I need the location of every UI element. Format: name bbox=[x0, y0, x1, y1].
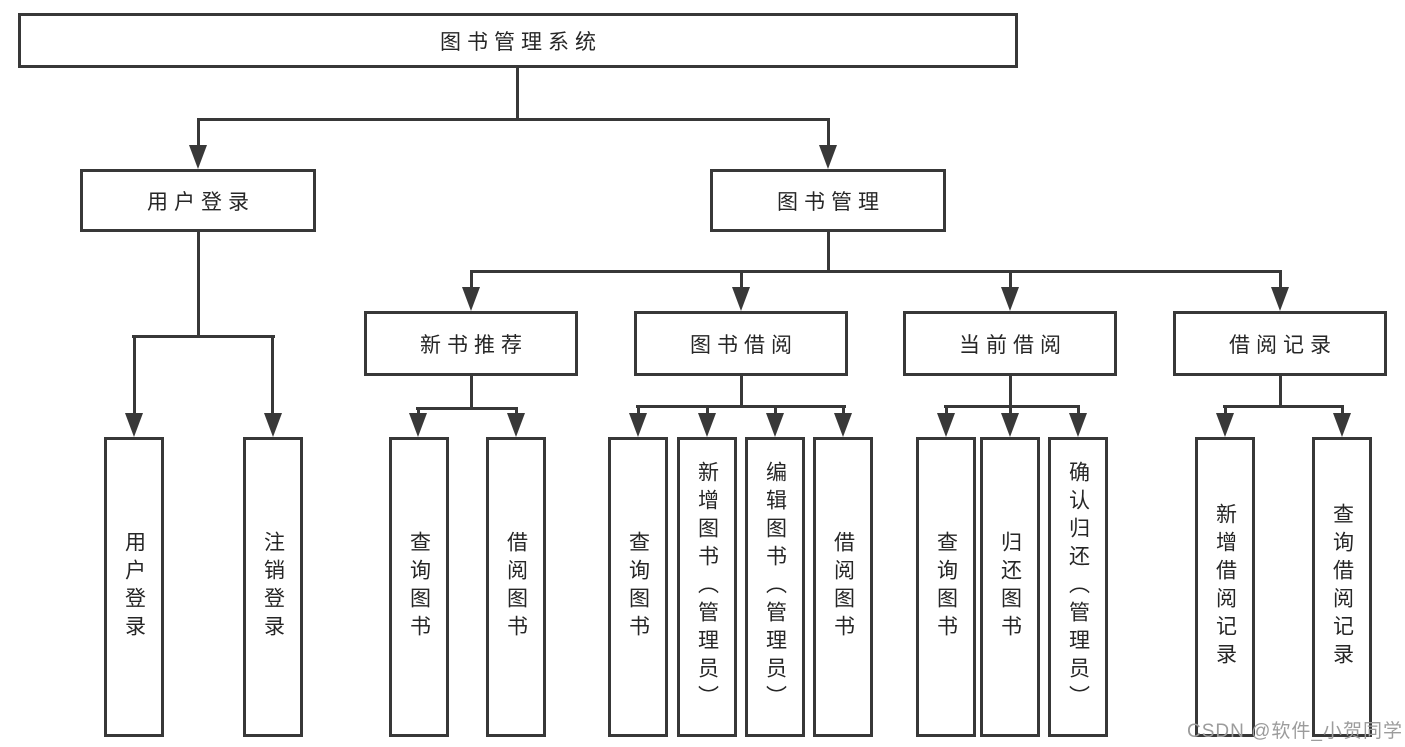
arrowhead-leaf-bb-query bbox=[629, 413, 647, 437]
leaf-records-add: 新增借阅记录 bbox=[1195, 437, 1255, 737]
leaf-current-return: 归还图书 bbox=[980, 437, 1040, 737]
leaf-current-query: 查询图书 bbox=[916, 437, 976, 737]
leaf-records-query-label: 查询借阅记录 bbox=[1330, 503, 1354, 671]
connector-user-login-rail bbox=[132, 335, 275, 338]
leaf-user-login: 用户登录 bbox=[104, 437, 164, 737]
arrowhead-leaf-nb-query bbox=[409, 413, 427, 437]
watermark: CSDN @软件_小贺同学 bbox=[1187, 721, 1403, 742]
connector-leaf-cb-return-drop bbox=[1009, 405, 1012, 415]
leaf-newbook-borrow-label: 借阅图书 bbox=[504, 531, 528, 643]
connector-borrow-records-stem bbox=[1279, 376, 1282, 405]
node-book-borrow-label: 图书借阅 bbox=[690, 333, 798, 357]
arrowhead-leaf-bb-borrow bbox=[834, 413, 852, 437]
node-current-borrow-label: 当前借阅 bbox=[959, 333, 1067, 357]
leaf-newbook-query: 查询图书 bbox=[389, 437, 449, 737]
node-user-login-label: 用户登录 bbox=[147, 190, 255, 214]
leaf-newbook-query-label: 查询图书 bbox=[407, 531, 431, 643]
arrowhead-book-mgmt bbox=[819, 145, 837, 169]
leaf-logout: 注销登录 bbox=[243, 437, 303, 737]
connector-leaf-bb-add-drop bbox=[706, 405, 709, 415]
connector-borrow-records-drop bbox=[1279, 270, 1282, 288]
arrowhead-new-book-rec bbox=[462, 287, 480, 311]
connector-leaf-nb-query-drop bbox=[417, 407, 420, 415]
connector-new-book-rec-stem bbox=[470, 376, 473, 407]
leaf-current-query-label: 查询图书 bbox=[934, 531, 958, 643]
node-book-mgmt-label: 图书管理 bbox=[777, 190, 885, 214]
arrowhead-user-login bbox=[189, 145, 207, 169]
node-new-book-rec: 新书推荐 bbox=[364, 311, 578, 376]
node-borrow-records-label: 借阅记录 bbox=[1229, 333, 1337, 357]
connector-current-borrow-drop bbox=[1009, 270, 1012, 288]
arrowhead-leaf-bb-edit bbox=[766, 413, 784, 437]
leaf-borrow-query-label: 查询图书 bbox=[626, 531, 650, 643]
leaf-borrow-borrow: 借阅图书 bbox=[813, 437, 873, 737]
node-current-borrow: 当前借阅 bbox=[903, 311, 1117, 376]
connector-book-borrow-stem bbox=[740, 376, 743, 405]
connector-new-book-rec-rail bbox=[416, 407, 518, 410]
connector-book-mgmt-drop bbox=[827, 118, 830, 146]
node-root-label: 图书管理系统 bbox=[440, 30, 602, 54]
node-book-borrow: 图书借阅 bbox=[634, 311, 848, 376]
connector-current-borrow-rail bbox=[944, 405, 1080, 408]
leaf-borrow-borrow-label: 借阅图书 bbox=[831, 531, 855, 643]
arrowhead-leaf-user-login bbox=[125, 413, 143, 437]
arrowhead-current-borrow bbox=[1001, 287, 1019, 311]
leaf-current-confirm-admin-label: 确认归还（管理员） bbox=[1066, 461, 1090, 713]
connector-leaf-bb-edit-drop bbox=[774, 405, 777, 415]
connector-leaf-br-add-drop bbox=[1224, 405, 1227, 415]
connector-level2-rail bbox=[197, 118, 830, 121]
connector-current-borrow-stem bbox=[1009, 376, 1012, 405]
arrowhead-leaf-bb-add bbox=[698, 413, 716, 437]
connector-leaf-logout-drop bbox=[271, 335, 274, 414]
leaf-records-add-label: 新增借阅记录 bbox=[1213, 503, 1237, 671]
leaf-records-query: 查询借阅记录 bbox=[1312, 437, 1372, 737]
leaf-current-return-label: 归还图书 bbox=[998, 531, 1022, 643]
connector-leaf-nb-borrow-drop bbox=[515, 407, 518, 415]
leaf-borrow-add-admin-label: 新增图书（管理员） bbox=[695, 461, 719, 713]
leaf-borrow-query: 查询图书 bbox=[608, 437, 668, 737]
connector-leaf-cb-query-drop bbox=[945, 405, 948, 415]
arrowhead-borrow-records bbox=[1271, 287, 1289, 311]
arrowhead-leaf-nb-borrow bbox=[507, 413, 525, 437]
connector-root-stem bbox=[516, 68, 519, 118]
connector-leaf-user-login-drop bbox=[133, 335, 136, 414]
leaf-current-confirm-admin: 确认归还（管理员） bbox=[1048, 437, 1108, 737]
connector-book-borrow-drop bbox=[740, 270, 743, 288]
leaf-logout-label: 注销登录 bbox=[261, 531, 285, 643]
connector-new-book-rec-drop bbox=[470, 270, 473, 288]
leaf-user-login-label: 用户登录 bbox=[122, 531, 146, 643]
node-book-mgmt: 图书管理 bbox=[710, 169, 946, 232]
connector-user-login-drop bbox=[197, 118, 200, 146]
arrowhead-leaf-cb-confirm bbox=[1069, 413, 1087, 437]
leaf-newbook-borrow: 借阅图书 bbox=[486, 437, 546, 737]
connector-leaf-bb-query-drop bbox=[637, 405, 640, 415]
leaf-borrow-edit-admin: 编辑图书（管理员） bbox=[745, 437, 805, 737]
connector-borrow-records-rail bbox=[1223, 405, 1344, 408]
arrowhead-leaf-logout bbox=[264, 413, 282, 437]
arrowhead-leaf-br-query bbox=[1333, 413, 1351, 437]
connector-level3-rail bbox=[470, 270, 1282, 273]
connector-leaf-cb-confirm-drop bbox=[1077, 405, 1080, 415]
arrowhead-leaf-cb-query bbox=[937, 413, 955, 437]
connector-book-borrow-rail bbox=[636, 405, 846, 408]
node-new-book-rec-label: 新书推荐 bbox=[420, 333, 528, 357]
connector-book-mgmt-stem bbox=[827, 232, 830, 270]
leaf-borrow-add-admin: 新增图书（管理员） bbox=[677, 437, 737, 737]
connector-leaf-bb-borrow-drop bbox=[842, 405, 845, 415]
node-borrow-records: 借阅记录 bbox=[1173, 311, 1387, 376]
arrowhead-leaf-cb-return bbox=[1001, 413, 1019, 437]
leaf-borrow-edit-admin-label: 编辑图书（管理员） bbox=[763, 461, 787, 713]
arrowhead-book-borrow bbox=[732, 287, 750, 311]
node-root: 图书管理系统 bbox=[18, 13, 1018, 68]
connector-leaf-br-query-drop bbox=[1341, 405, 1344, 415]
connector-user-login-stem bbox=[197, 232, 200, 335]
node-user-login: 用户登录 bbox=[80, 169, 316, 232]
arrowhead-leaf-br-add bbox=[1216, 413, 1234, 437]
